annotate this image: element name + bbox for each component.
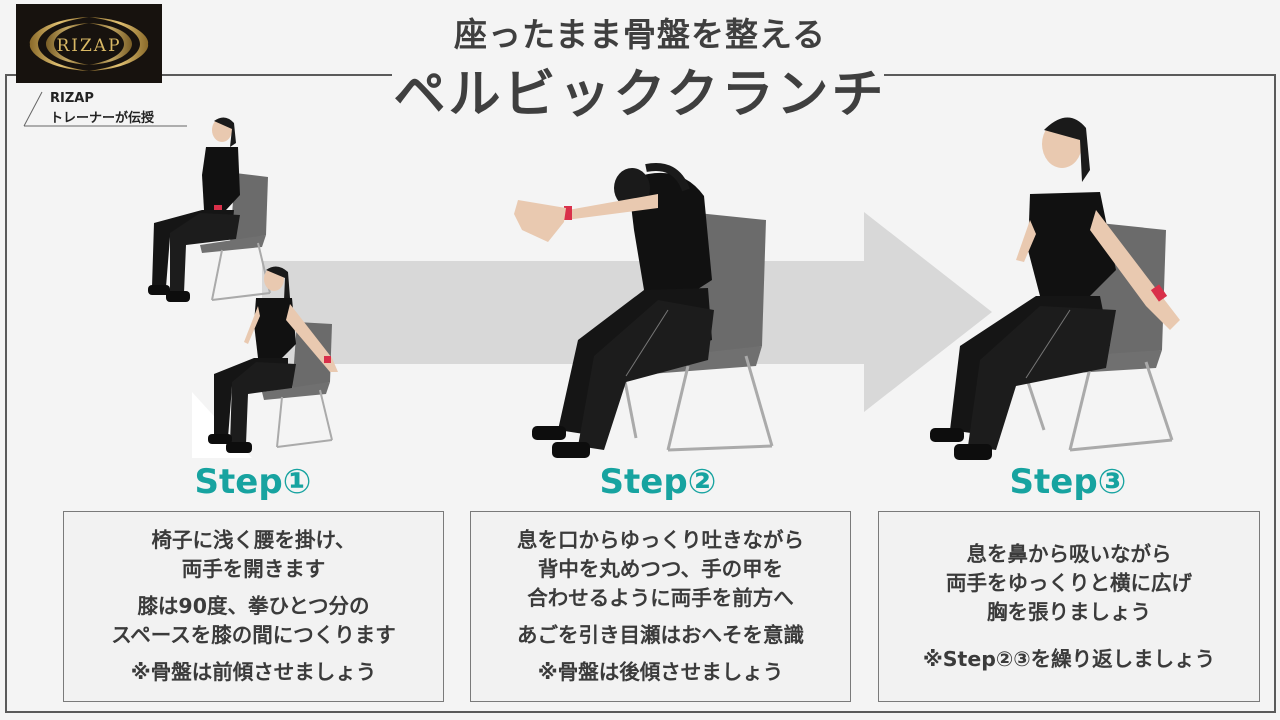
instruction-line: 胸を張りましょう — [987, 599, 1151, 624]
page-title: ペルビッククランチ — [393, 65, 887, 125]
step-1-label: Step① — [194, 462, 312, 502]
trainer-badge: RIZAP トレーナーが伝授 — [22, 90, 187, 128]
badge-slash-underline-icon — [23, 91, 187, 127]
step-1-paragraph: 椅子に浅く腰を掛け、 両手を開きます — [152, 526, 356, 584]
step-2-paragraph: 息を口からゆっくり吐きながら 背中を丸めつつ、手の甲を 合わせるように両手を前方… — [517, 526, 804, 613]
rizap-logo: RIZAP — [16, 4, 162, 83]
step-2-note: ※骨盤は後傾させましょう — [538, 658, 783, 687]
badge-line-2: トレーナーが伝授 — [50, 111, 155, 126]
instruction-line: 膝は90度、拳ひとつ分の — [137, 594, 370, 618]
step-3-note: ※Step②③を繰り返しましょう — [923, 645, 1215, 674]
step-3-instructions: 息を鼻から吸いながら 両手をゆっくりと横に広げ 胸を張りましょう ※Step②③… — [878, 511, 1260, 702]
svg-text:RIZAP: RIZAP — [56, 36, 121, 56]
step-2-paragraph: あごを引き目瀬はおへそを意識 — [517, 621, 804, 650]
instruction-line: 息を口からゆっくり吐きながら — [517, 528, 804, 552]
rizap-logo-icon: RIZAP — [29, 16, 149, 71]
instruction-line: 両手をゆっくりと横に広げ — [946, 570, 1192, 595]
illustration-step1-sitting — [148, 117, 271, 302]
instruction-line: 背中を丸めつつ、手の甲を — [537, 557, 784, 581]
title-frame-gap — [392, 60, 884, 100]
step-2-label: Step② — [599, 462, 717, 502]
step-3-label: Step③ — [1009, 462, 1127, 502]
instruction-line: 合わせるように両手を前方へ — [527, 586, 794, 610]
illustration-step2-arms-forward — [514, 163, 774, 458]
illustration-step3-chest-open — [930, 117, 1180, 460]
step-2-instructions: 息を口からゆっくり吐きながら 背中を丸めつつ、手の甲を 合わせるように両手を前方… — [470, 511, 851, 702]
page-subtitle: 座ったまま骨盤を整える — [453, 15, 827, 54]
instruction-line: 息を鼻から吸いながら — [966, 541, 1172, 566]
instruction-line: ※Step②③を繰り返しましょう — [922, 646, 1216, 671]
instruction-line: ※骨盤は前傾させましょう — [130, 660, 377, 684]
step-1-note: ※骨盤は前傾させましょう — [131, 658, 376, 687]
badge-line-1: RIZAP — [50, 91, 94, 106]
step-3-paragraph: 息を鼻から吸いながら 両手をゆっくりと横に広げ 胸を張りましょう — [946, 540, 1192, 627]
step-1-paragraph: 膝は90度、拳ひとつ分の スペースを膝の間につくります — [111, 592, 396, 650]
instruction-line: ※骨盤は後傾させましょう — [537, 660, 784, 684]
instruction-line: 椅子に浅く腰を掛け、 — [151, 528, 356, 552]
step-1-instructions: 椅子に浅く腰を掛け、 両手を開きます 膝は90度、拳ひとつ分の スペースを膝の間… — [63, 511, 444, 702]
instruction-line: あごを引き目瀬はおへそを意識 — [517, 623, 804, 647]
instruction-line: スペースを膝の間につくります — [111, 623, 396, 647]
instruction-line: 両手を開きます — [181, 557, 326, 581]
illustration-step1-arms-open — [192, 266, 338, 458]
